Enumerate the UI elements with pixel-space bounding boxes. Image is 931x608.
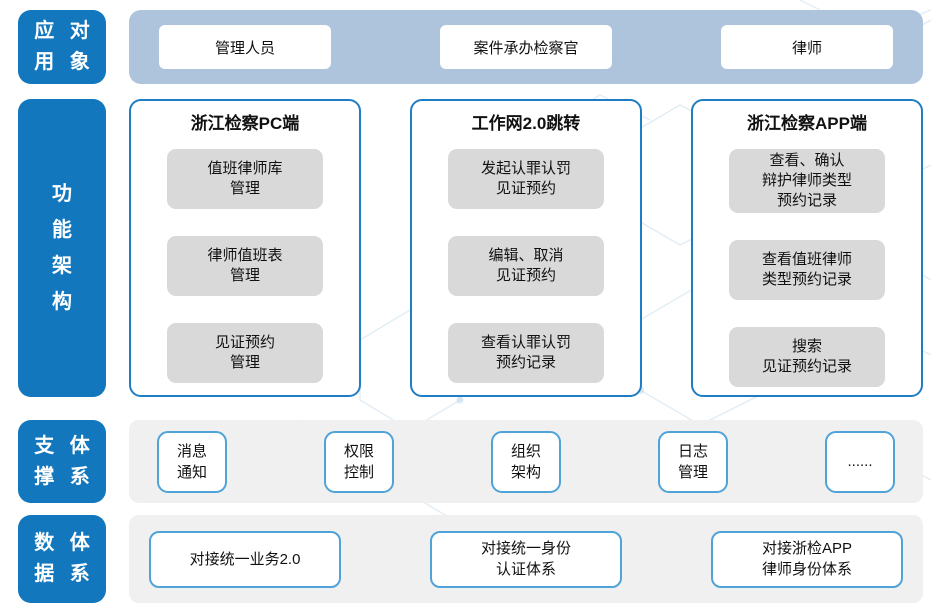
platform-box-app: 浙江检察APP端 查看、确认 辩护律师类型 预约记录 查看值班律师 类型预约记录…: [691, 99, 923, 397]
platform-title-app: 浙江检察APP端: [747, 114, 867, 133]
platform-columns: 浙江检察PC端 值班律师库 管理 律师值班表 管理 见证预约 管理 工作网2.0…: [129, 99, 923, 397]
support-box-messages: 消息 通知: [157, 430, 227, 493]
platform-box-pc: 浙江检察PC端 值班律师库 管理 律师值班表 管理 见证预约 管理: [129, 99, 361, 397]
audience-box-prosecutor: 案件承办检察官: [440, 25, 612, 69]
audience-box-lawyer: 律师: [721, 25, 893, 69]
audience-row: 应 对 用 象 管理人员 案件承办检察官 律师: [18, 10, 923, 84]
side-label-functions: 功 能 架 构: [18, 99, 106, 397]
support-box-permissions: 权限 控制: [324, 430, 394, 493]
function-item: 律师值班表 管理: [167, 236, 323, 296]
function-item: 查看、确认 辩护律师类型 预约记录: [729, 149, 885, 213]
side-label-support-text: 支 体 撑 系: [34, 434, 90, 488]
platform-title-worknet: 工作网2.0跳转: [471, 114, 581, 133]
side-label-support: 支 体 撑 系: [18, 420, 106, 503]
audience-band: 管理人员 案件承办检察官 律师: [129, 10, 923, 84]
data-band: 对接统一业务2.0 对接统一身份 认证体系 对接浙检APP 律师身份体系: [129, 515, 923, 603]
side-label-data: 数 体 据 系: [18, 515, 106, 603]
support-box-organization: 组织 架构: [491, 430, 561, 493]
data-box-identity: 对接统一身份 认证体系: [430, 530, 622, 588]
function-item: 值班律师库 管理: [167, 149, 323, 209]
side-label-data-text: 数 体 据 系: [34, 532, 90, 585]
support-band: 消息 通知 权限 控制 组织 架构 日志 管理 ......: [129, 420, 923, 503]
function-item: 查看值班律师 类型预约记录: [729, 240, 885, 300]
side-label-functions-text: 功 能 架 构: [52, 183, 72, 313]
side-label-audience: 应 对 用 象: [18, 10, 106, 84]
function-item: 见证预约 管理: [167, 323, 323, 383]
functions-row: 功 能 架 构 浙江检察PC端 值班律师库 管理 律师值班表 管理 见证预约 管…: [18, 99, 923, 397]
function-item: 搜索 见证预约记录: [729, 327, 885, 387]
platform-title-pc: 浙江检察PC端: [190, 114, 300, 133]
support-row: 支 体 撑 系 消息 通知 权限 控制 组织 架构 日志 管理 ......: [18, 420, 923, 503]
platform-items-pc: 值班律师库 管理 律师值班表 管理 见证预约 管理: [167, 149, 323, 383]
audience-box-admin: 管理人员: [159, 25, 331, 69]
platform-items-worknet: 发起认罪认罚 见证预约 编辑、取消 见证预约 查看认罪认罚 预约记录: [448, 149, 604, 383]
support-box-ellipsis: ......: [825, 430, 895, 493]
function-item: 查看认罪认罚 预约记录: [448, 323, 604, 383]
function-item: 编辑、取消 见证预约: [448, 236, 604, 296]
side-label-audience-text: 应 对 用 象: [34, 20, 90, 73]
data-box-app-lawyer: 对接浙检APP 律师身份体系: [711, 530, 903, 588]
function-item: 发起认罪认罚 见证预约: [448, 149, 604, 209]
platform-items-app: 查看、确认 辩护律师类型 预约记录 查看值班律师 类型预约记录 搜索 见证预约记…: [729, 149, 885, 387]
platform-box-worknet: 工作网2.0跳转 发起认罪认罚 见证预约 编辑、取消 见证预约 查看认罪认罚 预…: [410, 99, 642, 397]
support-box-logs: 日志 管理: [658, 430, 728, 493]
data-box-business: 对接统一业务2.0: [149, 530, 341, 588]
data-row: 数 体 据 系 对接统一业务2.0 对接统一身份 认证体系 对接浙检APP 律师…: [18, 515, 923, 603]
